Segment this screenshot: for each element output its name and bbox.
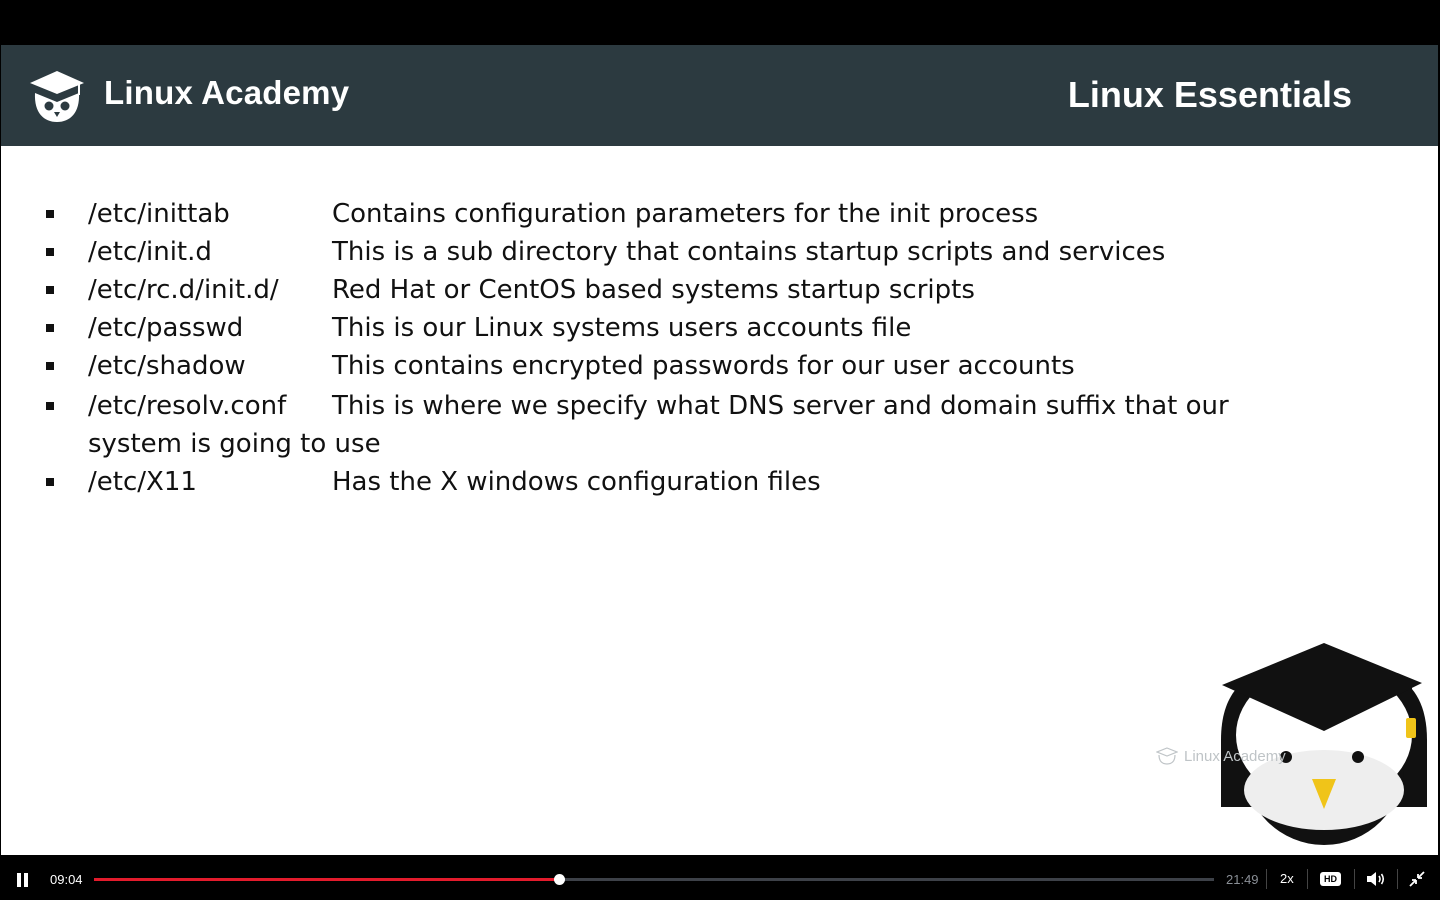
video-frame: Linux Academy Linux Essentials /etc/init… — [1, 45, 1438, 855]
divider — [1307, 869, 1308, 889]
speed-button[interactable]: 2x — [1280, 871, 1294, 886]
current-time: 09:04 — [50, 872, 83, 887]
list-item: /etc/X11 Has the X windows configuration … — [1, 463, 1301, 501]
item-path: /etc/inittab — [88, 199, 230, 229]
item-path: /etc/shadow — [88, 351, 246, 381]
bullet — [46, 248, 54, 256]
divider — [1397, 869, 1398, 889]
item-path: /etc/passwd — [88, 313, 244, 343]
item-description: This is where we specify what DNS server… — [88, 391, 1229, 459]
item-description: Contains configuration parameters for th… — [332, 199, 1039, 229]
total-time: 21:49 — [1226, 872, 1259, 887]
owl-logo-icon — [30, 71, 84, 122]
divider — [1354, 869, 1355, 889]
item-description: Has the X windows configuration files — [332, 467, 821, 497]
item-description: This contains encrypted passwords for ou… — [332, 351, 1075, 381]
watermark-text: Linux Academy — [1184, 747, 1286, 765]
volume-icon[interactable] — [1366, 871, 1386, 887]
item-path: /etc/rc.d/init.d/ — [88, 275, 279, 305]
bullet — [46, 402, 54, 410]
slide-header: Linux Academy Linux Essentials — [1, 45, 1438, 146]
bullet — [46, 478, 54, 486]
course-title: Linux Essentials — [1067, 74, 1352, 115]
bullet — [46, 286, 54, 294]
progress-bar[interactable] — [94, 874, 1214, 885]
item-path: /etc/X11 — [88, 467, 197, 497]
progress-handle[interactable] — [553, 874, 565, 885]
file-list: /etc/inittab Contains configuration param… — [1, 195, 1301, 501]
bullet — [46, 362, 54, 370]
fullscreen-exit-icon[interactable] — [1409, 871, 1425, 887]
progress-played — [94, 878, 559, 881]
top-letterbox — [0, 0, 1440, 45]
item-path: /etc/init.d — [88, 237, 212, 267]
bullet — [46, 210, 54, 218]
list-item: /etc/passwd This is our Linux systems use… — [1, 309, 1301, 347]
item-description: This is our Linux systems users accounts… — [332, 313, 912, 343]
divider — [1266, 869, 1267, 889]
pause-icon[interactable] — [15, 873, 29, 887]
hd-icon[interactable]: HD — [1320, 872, 1341, 886]
player-controls: 09:04 21:49 2x HD — [0, 859, 1440, 900]
list-item: /etc/init.d This is a sub directory that … — [1, 233, 1301, 271]
list-item: /etc/rc.d/init.d/Red Hat or CentOS based… — [1, 271, 1301, 309]
bullet — [46, 324, 54, 332]
item-description: Red Hat or CentOS based systems startup … — [332, 275, 975, 305]
owl-watermark-icon — [1156, 747, 1178, 765]
item-path: /etc/resolv.conf — [88, 391, 287, 421]
penguin-mascot-icon — [1221, 643, 1427, 845]
item-description: This is a sub directory that contains st… — [332, 237, 1166, 267]
watermark: Linux Academy — [1156, 747, 1286, 765]
list-item: /etc/shadow This contains encrypted passw… — [1, 347, 1301, 385]
list-item: /etc/inittab Contains configuration param… — [1, 195, 1301, 233]
brand-name: Linux Academy — [104, 74, 350, 111]
